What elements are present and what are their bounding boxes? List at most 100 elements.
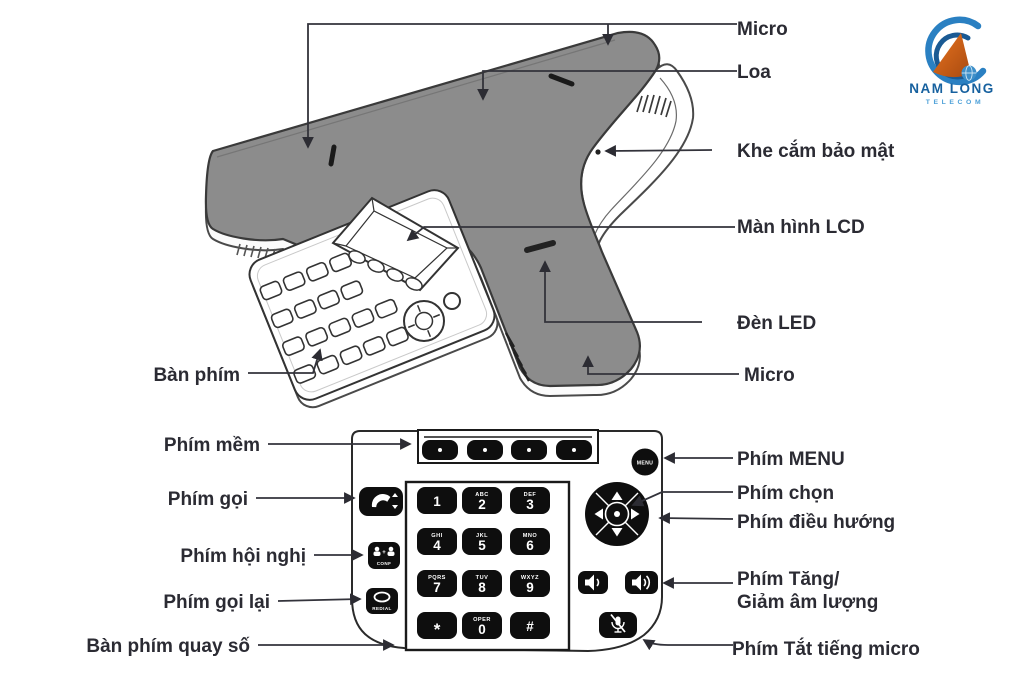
nav-down-arrow [611,528,623,537]
svg-text:1: 1 [433,494,441,509]
logo-swirl-icon [925,16,987,86]
menu-button-label: MENU [637,461,653,467]
svg-text:MNO: MNO [523,533,538,539]
console-exit-button [443,292,461,310]
conference-icon: + [373,546,395,556]
call-key [359,487,403,516]
svg-text:ABC: ABC [475,492,489,498]
label-security-slot: Khe cắm bảo mật [737,140,895,162]
dial-key-1: 1 [417,487,457,514]
label-volume-line2: Giảm âm lượng [737,592,878,613]
mic-slot-top-arm [548,73,575,87]
nav-right-arrow [631,508,640,520]
label-mute-key: Phím Tắt tiếng micro [732,638,920,660]
volume-down-key [578,571,608,594]
mute-key [599,612,637,638]
console-nav-ring [403,300,445,342]
svg-text:8: 8 [478,580,486,595]
phone-callouts [248,23,739,375]
svg-text:PQRS: PQRS [428,575,446,581]
label-led: Đèn LED [737,313,816,334]
wing-speaker-grille [636,94,672,118]
console-unit [248,189,499,409]
labels: Micro Loa Khe cắm bảo mật Màn hình LCD Đ… [86,19,920,660]
label-redial-key: Phím gọi lại [163,592,270,613]
svg-text:WXYZ: WXYZ [521,575,539,581]
logo-tagline-text: TELECOM [926,99,984,106]
globe-icon [961,65,977,81]
svg-text:GHI: GHI [431,533,442,539]
dial-key-hash: # [510,612,550,639]
svg-text:7: 7 [433,580,441,595]
mic-slot-left-arm [328,144,337,167]
console-key-grid [259,252,409,384]
keypad-outline [351,430,663,653]
dial-key-star: * [417,612,457,639]
phone-illustration [204,23,739,409]
svg-text:#: # [526,619,534,634]
soft-keys-row [417,429,599,464]
nam-long-telecom-logo: NAM LONG TELECOM [909,16,995,106]
label-call-key: Phím gọi [168,489,248,510]
bottom-arm-grille [504,332,531,382]
svg-text:2: 2 [478,497,486,512]
handset-icon [371,493,398,509]
logo-brand-text: NAM LONG [909,81,995,96]
svg-text:+: + [382,550,386,556]
svg-text:6: 6 [526,538,534,553]
keypad-diagram: MENU + CONF REDIAL [256,429,734,653]
svg-text:*: * [434,620,441,639]
label-select-key: Phím chọn [737,483,834,504]
volume-down-icon [585,574,600,591]
volume-up-icon [632,574,651,591]
svg-text:0: 0 [478,622,486,637]
mute-icon [610,613,626,633]
wing-contour-line [593,77,678,237]
label-lcd: Màn hình LCD [737,217,865,238]
svg-text:3: 3 [526,497,534,512]
label-loa: Loa [737,62,771,83]
menu-button: MENU [631,448,659,476]
nav-left-arrow [594,508,603,520]
redial-key-label: REDIAL [372,606,392,611]
label-volume-line1: Phím Tăng/ [737,569,840,590]
led-slot [524,240,556,253]
nav-up-arrow [611,491,623,500]
keypad-callouts [256,438,734,651]
volume-up-key [625,571,658,594]
svg-text:9: 9 [526,580,534,595]
security-slot-hole [595,149,601,155]
label-conference-key: Phím hội nghị [180,546,306,567]
redial-key: REDIAL [366,588,398,614]
svg-text:DEF: DEF [524,492,537,498]
svg-text:4: 4 [433,538,441,553]
label-dial-pad: Bàn phím quay số [86,636,250,657]
label-menu-key: Phím MENU [737,449,845,470]
conference-key-label: CONF [377,561,392,566]
label-navigation-key: Phím điều hướng [737,512,895,533]
label-micro-bottom: Micro [744,365,795,386]
label-keyboard: Bàn phím [153,365,240,386]
svg-text:JKL: JKL [476,533,488,539]
svg-text:OPER: OPER [473,617,491,623]
svg-text:5: 5 [478,538,486,553]
console-soft-keys [348,250,423,291]
label-soft-keys: Phím mềm [164,435,260,456]
top-edge-bevel [216,39,616,158]
conference-key: + CONF [368,542,400,569]
navigation-pad [585,482,649,546]
svg-text:TUV: TUV [476,575,489,581]
redial-icon [373,591,391,603]
